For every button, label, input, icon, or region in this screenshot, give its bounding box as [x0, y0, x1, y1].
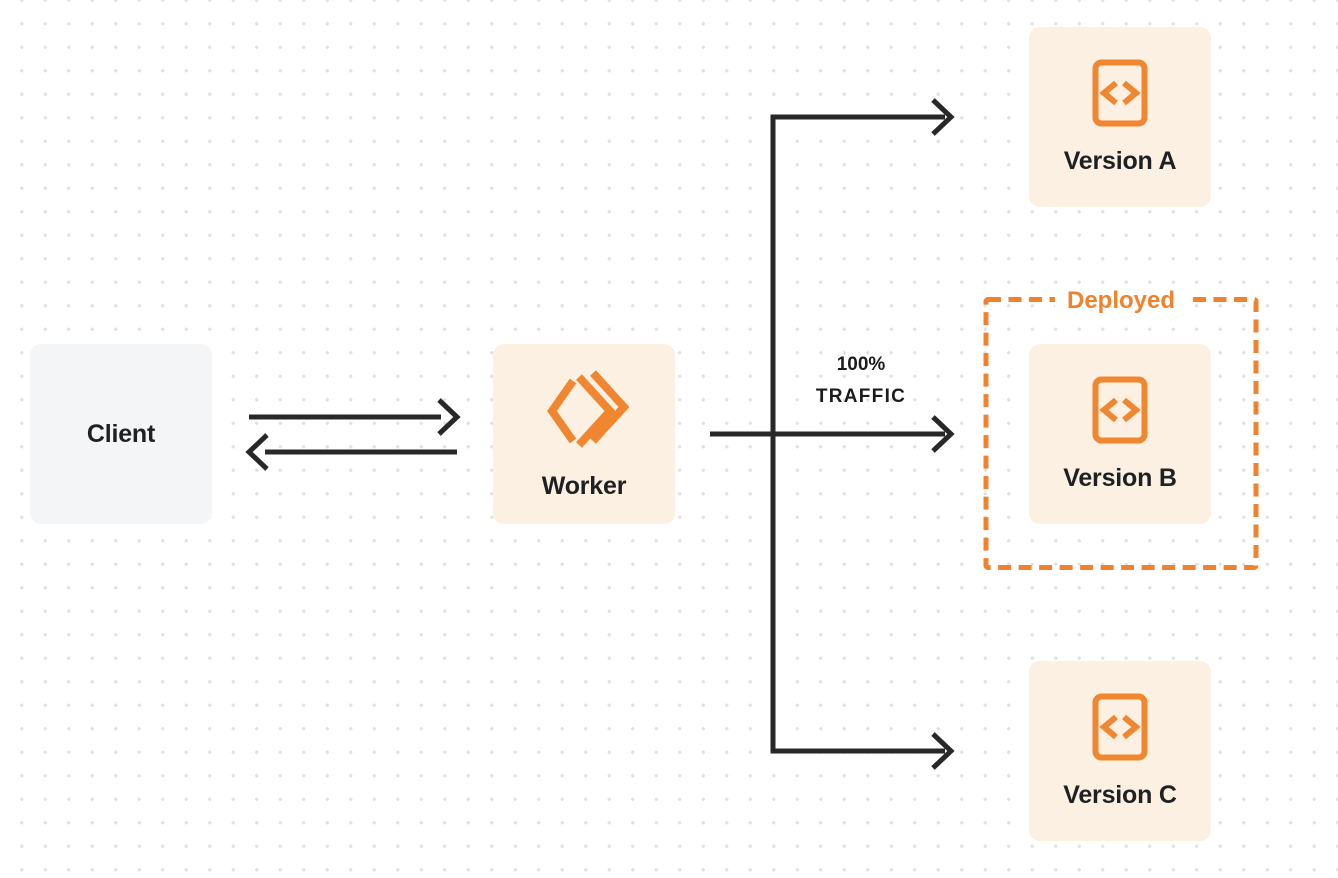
code-file-icon: [1092, 693, 1148, 766]
node-worker: Worker: [493, 344, 675, 524]
code-file-icon: [1092, 376, 1148, 449]
version-b-label: Version B: [1063, 463, 1177, 492]
node-client: Client: [30, 344, 212, 524]
arrow-worker-to-client: [245, 433, 457, 471]
traffic-label: 100% TRAFFIC: [778, 349, 944, 413]
traffic-percentage: 100%: [836, 354, 886, 375]
code-file-icon: [1092, 59, 1148, 132]
deployed-label: Deployed: [1054, 286, 1188, 315]
node-version-a: Version A: [1029, 27, 1211, 207]
workers-logo-icon: [539, 367, 630, 462]
node-version-b: Version B: [1029, 344, 1211, 524]
version-c-label: Version C: [1063, 780, 1177, 809]
arrow-worker-to-version-c: [770, 732, 955, 770]
arrow-worker-to-version-b: [710, 415, 955, 453]
arrow-client-to-worker: [249, 398, 461, 436]
traffic-word: TRAFFIC: [815, 386, 907, 407]
node-version-c: Version C: [1029, 661, 1211, 841]
arrow-worker-to-version-a: [770, 98, 955, 136]
client-label: Client: [86, 419, 156, 448]
version-a-label: Version A: [1063, 146, 1177, 175]
worker-label: Worker: [541, 472, 627, 500]
